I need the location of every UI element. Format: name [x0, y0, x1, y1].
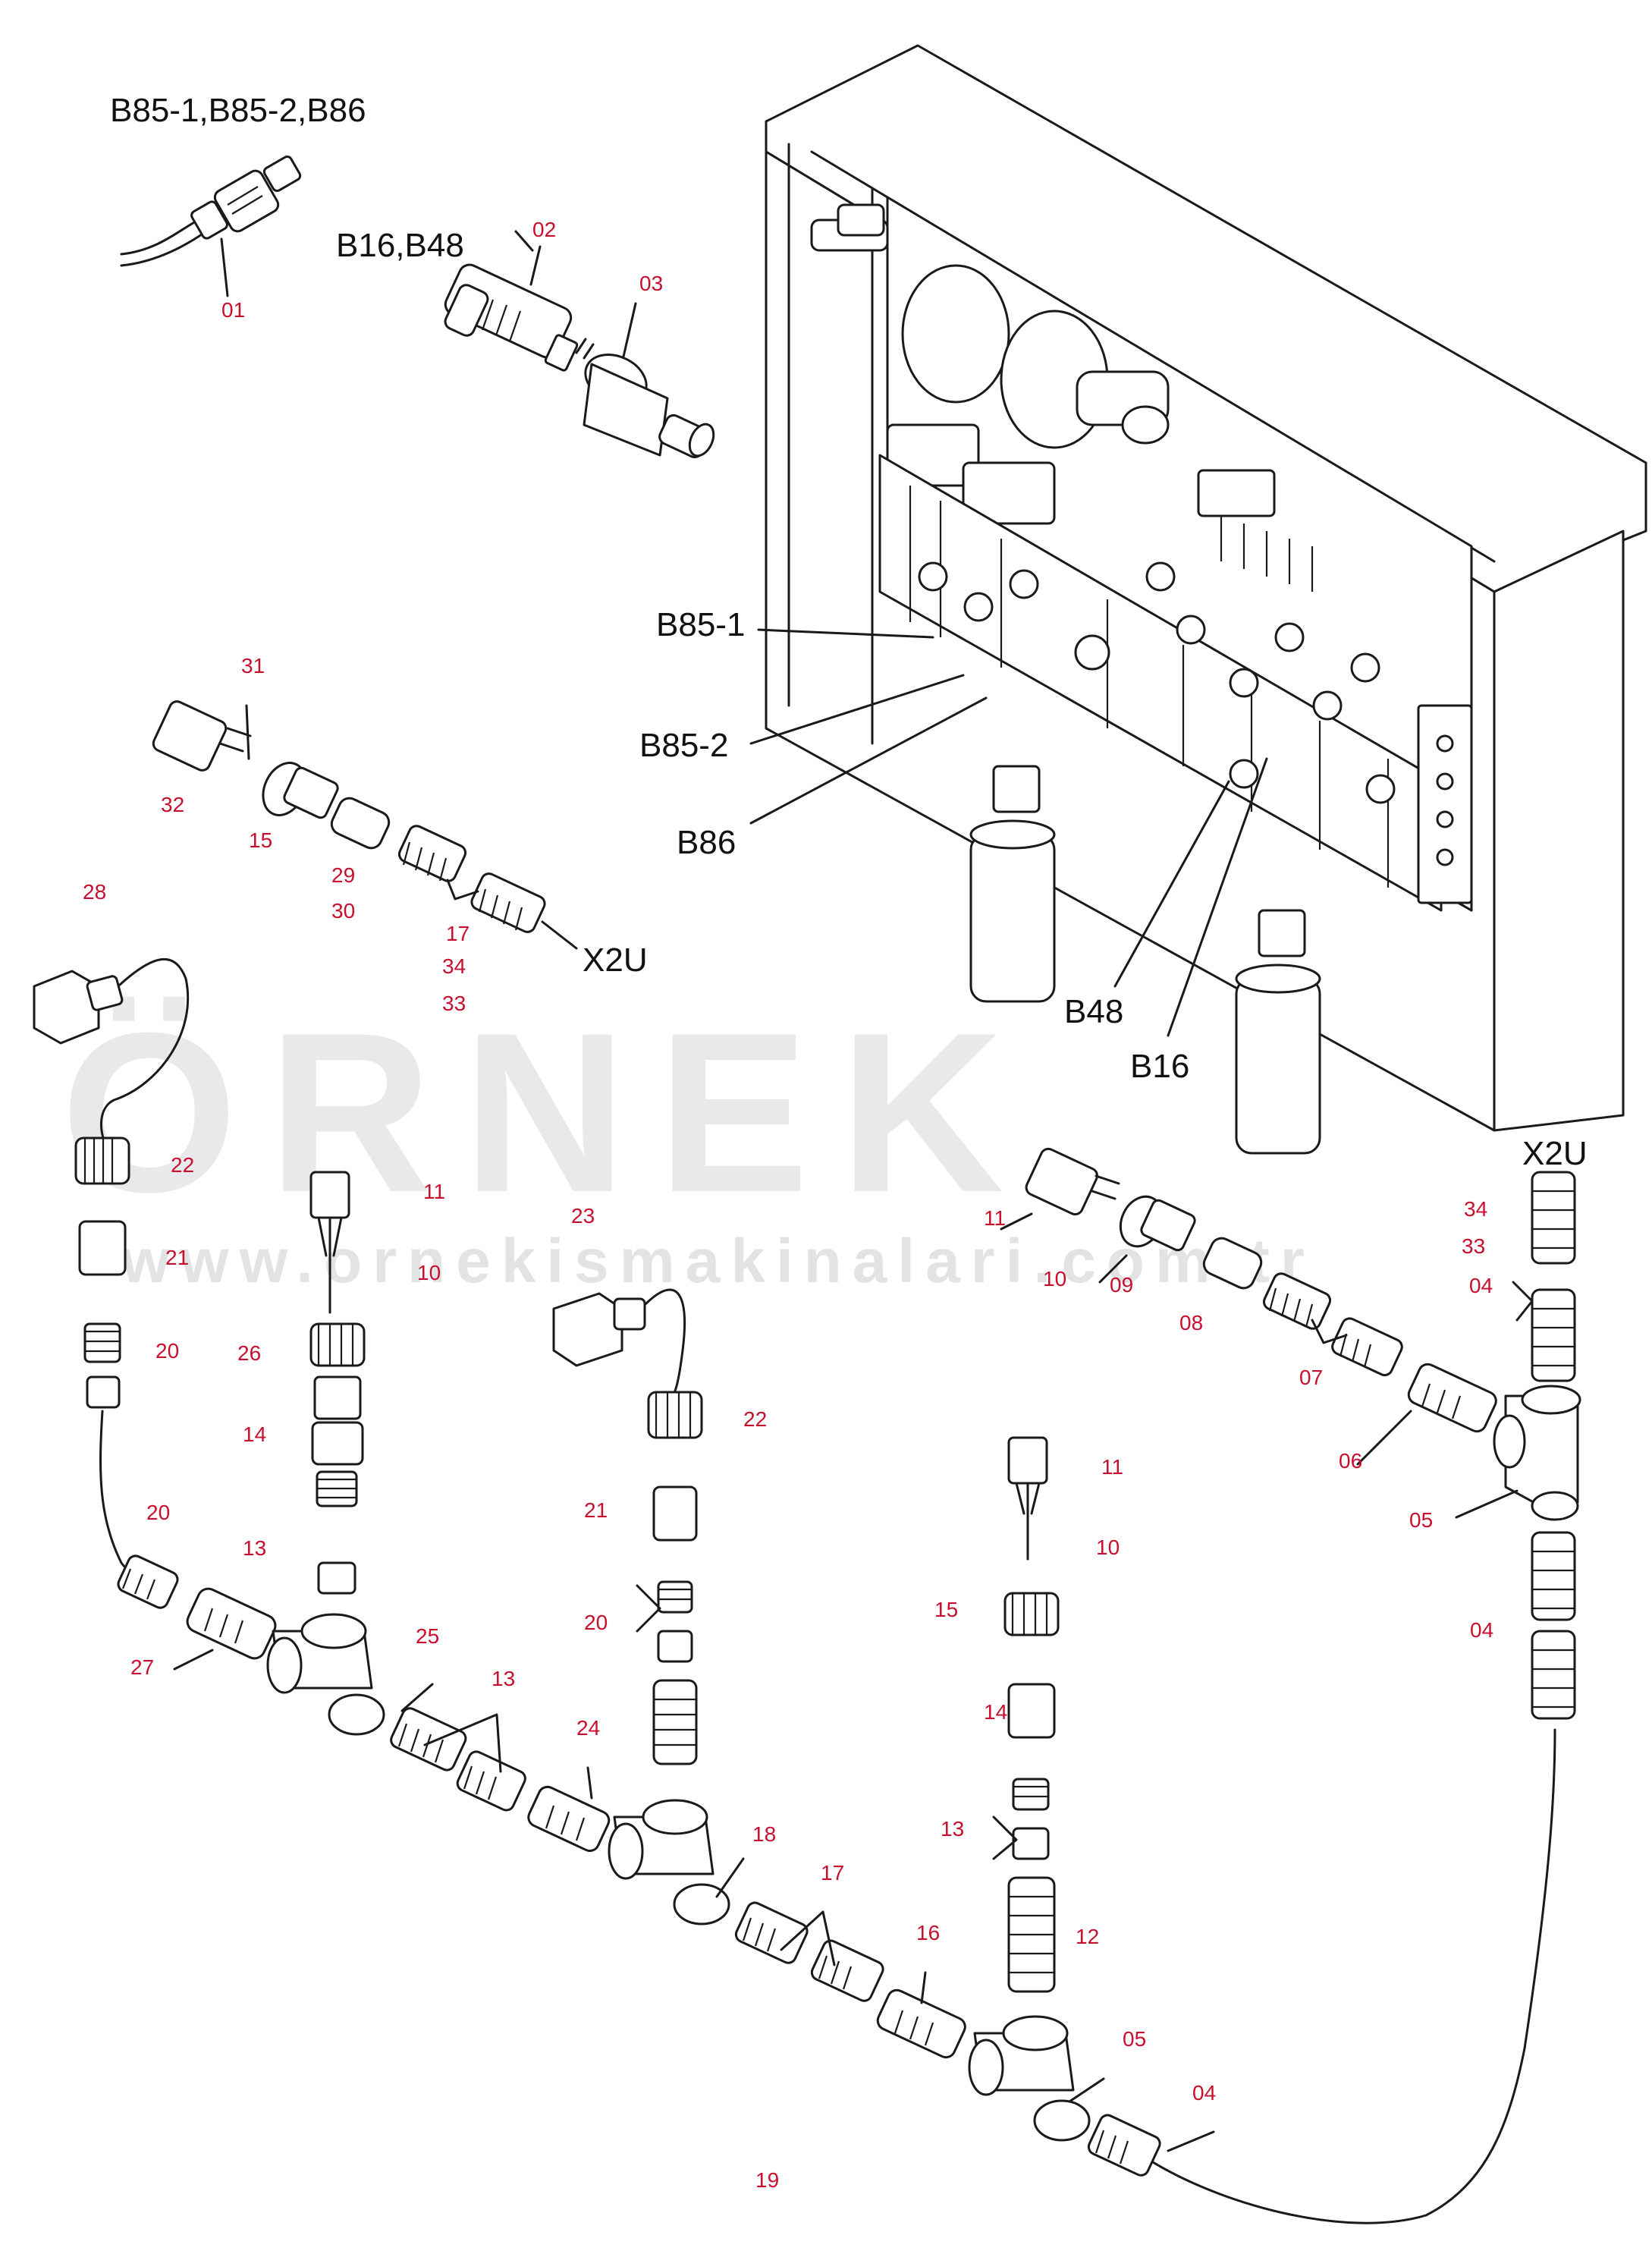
solenoid-28	[33, 957, 190, 1147]
valve-control-box	[749, 44, 1647, 1155]
callout-34: 34	[442, 954, 466, 978]
tee-assembly-center	[608, 1799, 966, 2059]
caption-b85-2: B85-2	[639, 727, 728, 764]
temperature-sensor-02	[444, 245, 595, 372]
callout-13: 13	[941, 1817, 964, 1841]
caption-b48: B48	[1064, 993, 1123, 1030]
callout-15: 15	[249, 828, 272, 852]
callout-14: 14	[984, 1700, 1007, 1724]
callout-31: 31	[241, 654, 265, 677]
callout-13: 13	[243, 1536, 266, 1560]
callout-32: 32	[161, 793, 184, 816]
callout-20: 20	[146, 1501, 170, 1524]
caption-b16-group: B16,B48	[336, 227, 464, 264]
callout-17: 17	[446, 922, 470, 945]
callout-11: 11	[1101, 1455, 1123, 1479]
callout-04: 04	[1469, 1274, 1493, 1297]
callout-03: 03	[639, 272, 663, 295]
sensor-cap-03	[583, 302, 715, 459]
callout-26: 26	[237, 1341, 261, 1365]
callout-10: 10	[1096, 1536, 1120, 1559]
caption-b16: B16	[1130, 1048, 1189, 1085]
callout-21: 21	[165, 1246, 189, 1269]
callout-10: 10	[417, 1261, 441, 1284]
callout-08: 08	[1179, 1311, 1203, 1334]
watermark-brand: ÖRNEK	[61, 985, 1034, 1240]
fitting-stack-left	[74, 1136, 149, 1580]
sensor-assembly-right	[1025, 1147, 1497, 1433]
callout-22: 22	[743, 1407, 767, 1431]
callout-11: 11	[984, 1206, 1006, 1230]
callout-11: 11	[423, 1180, 445, 1203]
callout-16: 16	[916, 1921, 940, 1944]
callout-20: 20	[584, 1611, 608, 1634]
callout-12: 12	[1076, 1925, 1099, 1948]
fitting-stack-right-center	[992, 1436, 1060, 1993]
callout-21: 21	[584, 1498, 608, 1522]
callout-22: 22	[171, 1153, 194, 1177]
sensor-assembly-left	[152, 700, 578, 950]
callout-15: 15	[934, 1598, 958, 1621]
callout-33: 33	[442, 992, 466, 1015]
caption-b85-group: B85-1,B85-2,B86	[110, 92, 366, 129]
fitting-stack-center	[552, 1288, 703, 1765]
fitting-stack-center-left	[309, 1171, 366, 1595]
callout-18: 18	[752, 1822, 776, 1846]
pressure-sensor-01	[120, 155, 302, 297]
caption-x2u-right: X2U	[1522, 1135, 1588, 1172]
callout-06: 06	[1339, 1449, 1362, 1473]
callout-10: 10	[1043, 1267, 1066, 1290]
callout-numbers: 01 02 03 31 32 15 29 30 17 34 33 28 22 21 20 20 11 10 26 14…	[83, 218, 1493, 2192]
callout-29: 29	[331, 863, 355, 887]
callout-09: 09	[1110, 1273, 1133, 1297]
callout-28: 28	[83, 880, 106, 904]
caption-x2u-left: X2U	[583, 942, 648, 979]
caption-b85-1: B85-1	[656, 606, 745, 643]
callout-34: 34	[1464, 1197, 1487, 1221]
callout-33: 33	[1462, 1234, 1485, 1258]
watermark: ÖRNEK www.ornekismakinalari.com.tr	[61, 985, 1315, 1296]
callout-01: 01	[221, 298, 245, 322]
callout-02: 02	[532, 218, 556, 241]
callout-30: 30	[331, 899, 355, 923]
callout-20: 20	[155, 1339, 179, 1363]
caption-b86: B86	[677, 824, 736, 861]
callout-13: 13	[492, 1667, 515, 1690]
callout-24: 24	[576, 1716, 600, 1740]
callout-27: 27	[130, 1655, 154, 1679]
watermark-url: www.ornekismakinalari.com.tr	[121, 1227, 1315, 1296]
tee-assembly-left	[117, 1555, 611, 1853]
callout-25: 25	[416, 1624, 439, 1648]
callout-05: 05	[1409, 1508, 1433, 1532]
callout-04: 04	[1192, 2081, 1216, 2105]
captions: B85-1,B85-2,B86 B16,B48 B85-1 B85-2 B86 …	[110, 92, 1588, 1172]
callout-14: 14	[243, 1423, 266, 1446]
tee-assembly-bottom-right	[968, 1728, 1556, 2224]
callout-23: 23	[571, 1204, 595, 1228]
callout-05: 05	[1123, 2027, 1146, 2051]
callout-17: 17	[821, 1861, 844, 1885]
callout-19: 19	[755, 2168, 779, 2192]
leader-lines	[173, 230, 1519, 2152]
fitting-column-right	[1493, 1171, 1581, 1720]
callout-04: 04	[1470, 1618, 1493, 1642]
callout-07: 07	[1299, 1366, 1323, 1389]
